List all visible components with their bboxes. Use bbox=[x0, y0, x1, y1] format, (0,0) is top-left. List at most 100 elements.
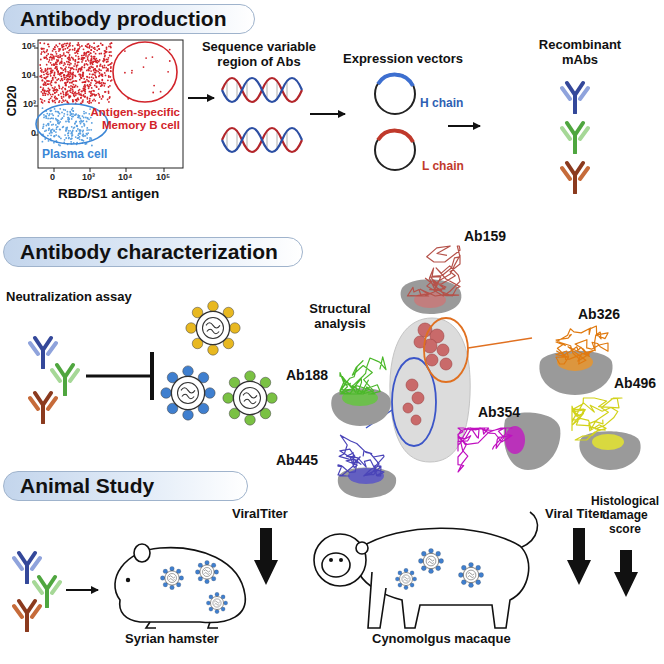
event-dot bbox=[67, 133, 69, 135]
event-dot bbox=[69, 82, 71, 84]
event-dot bbox=[94, 56, 96, 58]
event-dot bbox=[53, 136, 55, 138]
event-dot bbox=[111, 62, 113, 64]
event-dot bbox=[103, 85, 105, 87]
event-dot bbox=[52, 100, 54, 102]
event-dot bbox=[51, 85, 53, 87]
event-dot bbox=[105, 91, 107, 93]
event-dot bbox=[104, 91, 106, 93]
event-dot bbox=[65, 84, 67, 86]
event-dot bbox=[50, 110, 52, 112]
event-dot bbox=[98, 48, 100, 50]
event-dot bbox=[88, 86, 90, 88]
event-dot bbox=[48, 61, 50, 63]
event-dot bbox=[95, 61, 97, 63]
event-dot bbox=[69, 49, 71, 51]
event-dot bbox=[70, 73, 72, 75]
event-dot bbox=[54, 89, 56, 91]
event-dot bbox=[91, 56, 93, 58]
tick-label: 10⁵ bbox=[16, 41, 36, 51]
event-dot bbox=[74, 61, 76, 63]
event-dot bbox=[152, 92, 154, 94]
event-dot bbox=[48, 43, 50, 45]
event-dot bbox=[91, 58, 93, 60]
animal-label: Syrian hamster bbox=[125, 632, 219, 647]
event-dot bbox=[65, 130, 67, 132]
event-dot bbox=[101, 85, 103, 87]
event-dot bbox=[94, 60, 96, 62]
event-dot bbox=[90, 129, 92, 131]
event-dot bbox=[96, 82, 98, 84]
event-dot bbox=[52, 87, 54, 89]
event-dot bbox=[98, 102, 100, 104]
event-dot bbox=[61, 112, 63, 114]
event-dot bbox=[86, 129, 88, 131]
event-dot bbox=[60, 72, 62, 74]
readout-label: Histological damage score bbox=[589, 495, 661, 536]
event-dot bbox=[68, 61, 70, 63]
event-dot bbox=[91, 76, 93, 78]
event-dot bbox=[67, 57, 69, 59]
event-dot bbox=[104, 72, 106, 74]
event-dot bbox=[81, 45, 83, 47]
event-dot bbox=[84, 67, 86, 69]
event-dot bbox=[90, 49, 92, 51]
event-dot bbox=[43, 90, 45, 92]
event-dot bbox=[42, 141, 44, 143]
event-dot bbox=[46, 125, 48, 127]
event-dot bbox=[84, 53, 86, 55]
event-dot bbox=[84, 63, 86, 65]
event-dot bbox=[91, 80, 93, 82]
event-dot bbox=[88, 43, 90, 45]
event-dot bbox=[88, 129, 90, 131]
event-dot bbox=[81, 139, 83, 141]
event-dot bbox=[72, 113, 74, 115]
event-dot bbox=[51, 59, 53, 61]
event-dot bbox=[40, 98, 42, 100]
event-dot bbox=[72, 100, 74, 102]
event-dot bbox=[96, 86, 98, 88]
event-dot bbox=[56, 111, 58, 113]
event-dot bbox=[51, 96, 53, 98]
event-dot bbox=[50, 134, 52, 136]
event-dot bbox=[95, 76, 97, 78]
event-dot bbox=[108, 92, 110, 94]
event-dot bbox=[45, 70, 47, 72]
event-dot bbox=[104, 50, 106, 52]
event-dot bbox=[95, 69, 97, 71]
protein-ribbon bbox=[407, 246, 460, 296]
step-label: Structural analysis bbox=[298, 302, 382, 332]
event-dot bbox=[90, 55, 92, 57]
event-dot bbox=[74, 95, 76, 97]
event-dot bbox=[61, 78, 63, 80]
event-dot bbox=[88, 51, 90, 53]
event-dot bbox=[58, 48, 60, 50]
event-dot bbox=[90, 70, 92, 72]
event-dot bbox=[80, 74, 82, 76]
event-dot bbox=[77, 62, 79, 64]
section-band: Antibody characterization bbox=[3, 237, 303, 267]
event-dot bbox=[54, 92, 56, 94]
event-dot bbox=[45, 57, 47, 59]
event-dot bbox=[50, 69, 52, 71]
event-dot bbox=[111, 42, 113, 44]
event-dot bbox=[91, 79, 93, 81]
event-dot bbox=[107, 79, 109, 81]
event-dot bbox=[72, 57, 74, 59]
event-dot bbox=[47, 73, 49, 75]
event-dot bbox=[91, 122, 93, 124]
event-dot bbox=[47, 53, 49, 55]
event-dot bbox=[39, 64, 41, 66]
event-dot bbox=[78, 56, 80, 58]
event-dot bbox=[98, 48, 100, 50]
event-dot bbox=[64, 68, 66, 70]
event-dot bbox=[62, 72, 64, 74]
event-dot bbox=[52, 101, 54, 103]
event-dot bbox=[74, 63, 76, 65]
event-dot bbox=[93, 94, 95, 96]
event-dot bbox=[75, 99, 77, 101]
event-dot bbox=[72, 107, 74, 109]
event-dot bbox=[40, 70, 42, 72]
event-dot bbox=[80, 133, 82, 135]
section-title: Antibody characterization bbox=[20, 240, 278, 264]
